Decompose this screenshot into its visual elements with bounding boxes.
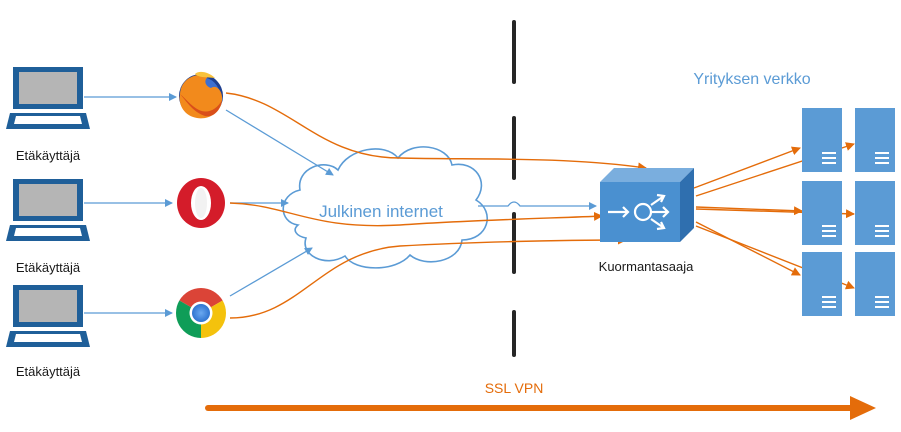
opera-icon: [177, 178, 225, 228]
network-label: Yrityksen verkko: [693, 71, 810, 88]
server-icon: [855, 108, 895, 172]
user-label: Etäkäyttäjä: [16, 260, 81, 275]
vpn-label: SSL VPN: [485, 380, 544, 396]
laptop-icon: [6, 67, 90, 129]
server-icon: [855, 252, 895, 316]
firefox-icon: [179, 71, 223, 119]
internet-cloud: Julkinen internet: [282, 146, 488, 269]
user-label: Etäkäyttäjä: [16, 148, 81, 163]
server-icon: [802, 252, 842, 316]
balancer-label: Kuormantasaaja: [599, 259, 694, 274]
cloud-label: Julkinen internet: [319, 202, 443, 221]
laptop-browser-links: [84, 93, 177, 317]
balancer-server-links: [693, 142, 855, 290]
server-icon: [802, 108, 842, 172]
load-balancer-icon: [600, 168, 694, 242]
user-label: Etäkäyttäjä: [16, 364, 81, 379]
server-icon: [802, 181, 842, 245]
laptop-icon: [6, 285, 90, 347]
server-icon: [855, 181, 895, 245]
chrome-icon: [176, 288, 226, 338]
browser-cloud-links: [225, 109, 597, 297]
vpn-tunnel-paths: [225, 92, 647, 319]
laptop-icon: [6, 179, 90, 241]
vpn-arrow: [205, 396, 876, 420]
